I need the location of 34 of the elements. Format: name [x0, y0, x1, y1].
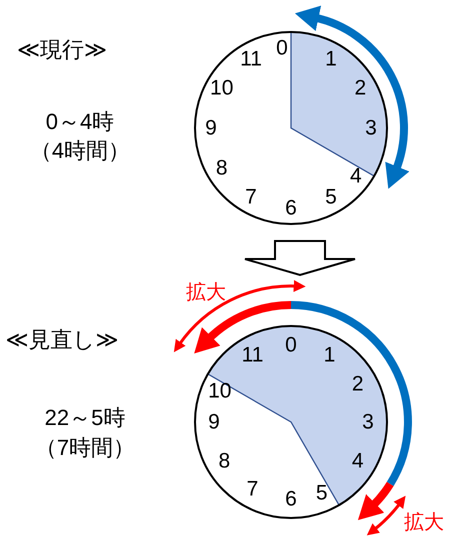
annotation-text: 拡大 — [186, 280, 226, 306]
clock-number: 6 — [285, 488, 297, 510]
clock-number: 3 — [365, 118, 377, 138]
clock-number: 5 — [325, 186, 337, 208]
clock-number: 0 — [285, 334, 297, 356]
clock-number: 1 — [325, 48, 337, 70]
clock-number: 8 — [218, 450, 230, 471]
clock-face — [194, 31, 388, 225]
clock-number: 2 — [352, 373, 364, 394]
clock-number: 0 — [276, 38, 288, 58]
clock-number: 4 — [350, 165, 362, 186]
clock-number: 11 — [242, 344, 264, 366]
heading-text: 22～5時 — [44, 404, 126, 432]
clock-number: 11 — [240, 48, 262, 70]
heading-text: （4時間） — [30, 137, 130, 165]
clock-number: 9 — [208, 412, 220, 432]
clock-number: 10 — [208, 380, 232, 402]
clock-number: 8 — [216, 158, 228, 178]
clock-number: 10 — [210, 78, 234, 98]
clock-number: 2 — [354, 78, 366, 98]
annotation-text: 拡大 — [404, 510, 444, 536]
heading-text: （7時間） — [34, 434, 136, 462]
clock-number: 4 — [352, 450, 364, 471]
clock-number: 3 — [362, 412, 374, 432]
clock-number: 7 — [245, 186, 257, 208]
clock-number: 1 — [324, 344, 336, 366]
heading-text: ≪見直し≫ — [5, 326, 119, 354]
clock-number: 5 — [316, 482, 328, 504]
hollow-arrow — [244, 240, 356, 276]
clock-number: 7 — [246, 478, 258, 500]
heading-text: 0～4時 — [46, 108, 114, 136]
heading-text: ≪現行≫ — [16, 36, 108, 64]
clock-number: 9 — [205, 118, 217, 138]
clock-number: 6 — [285, 198, 297, 218]
